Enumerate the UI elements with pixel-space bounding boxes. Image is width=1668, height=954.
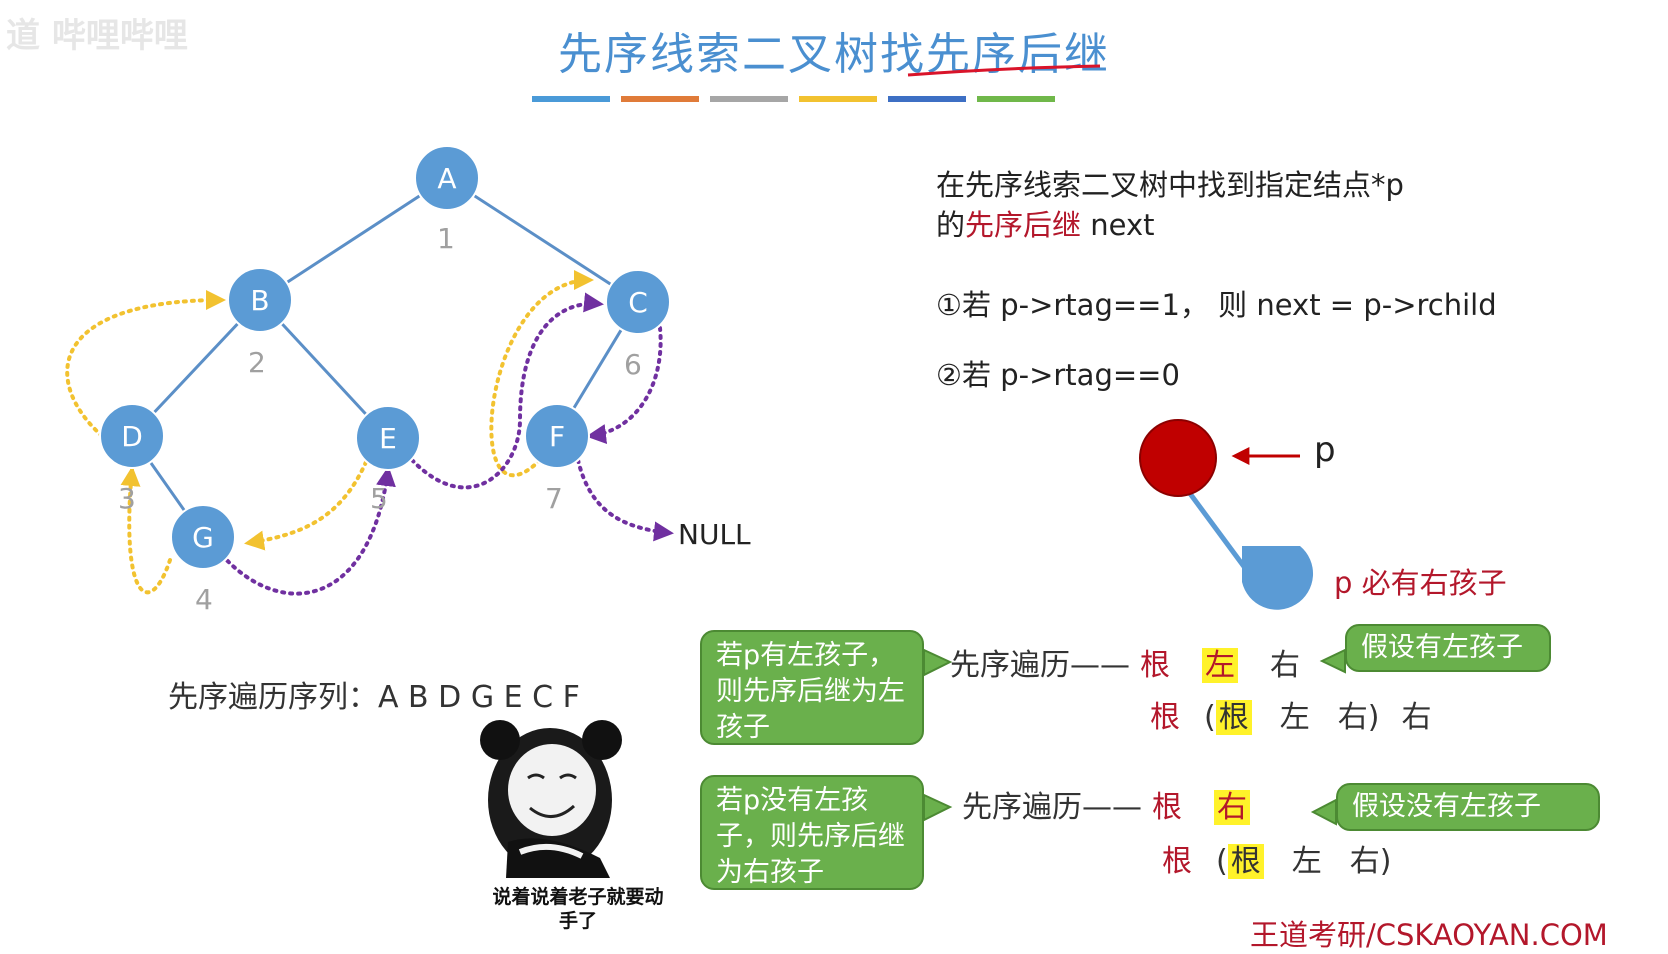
case-right-row2-left: 左 <box>1291 844 1322 879</box>
case-right-row2-right: 右 <box>1349 844 1380 879</box>
tree-node-order: 6 <box>624 348 642 381</box>
case-right-row-2: 根(根左右) <box>1162 836 1391 880</box>
tree-node-order: 2 <box>248 346 266 379</box>
p-child-link <box>1177 478 1251 574</box>
page-title: 先序线索二叉树找先序后继 <box>558 29 1110 80</box>
thread-d-to-b <box>65 290 226 438</box>
tree-node-a <box>414 145 480 211</box>
case-right-row2-subroot: 根 <box>1227 844 1264 879</box>
tree-node-order: 3 <box>118 482 136 515</box>
case-left-row-2: 根(根左右)右 <box>1150 692 1431 736</box>
meme-caption: 说着说着老子就要动手了 <box>492 886 664 932</box>
tree-node-label: A <box>437 162 456 195</box>
preorder-sequence: 先序遍历序列：A B D G E C F <box>168 672 580 716</box>
thread-f-to-c <box>489 270 594 478</box>
edge-a-b <box>259 176 448 302</box>
callout-left-tail-2 <box>923 793 953 822</box>
bilibili-watermark: 道 哔哩哔哩 <box>6 16 188 56</box>
case-left-row1-right: 右 <box>1270 648 1300 683</box>
right-child-node <box>1242 546 1314 610</box>
desc-line-1: 在先序线索二叉树中找到指定结点*p <box>936 168 1404 202</box>
tree-node-order: 1 <box>437 222 455 255</box>
tree-node-c <box>605 269 671 335</box>
p-diagram <box>1139 419 1314 610</box>
case-left-row2-left: 左 <box>1279 700 1310 735</box>
case-left-row2-right: 右 <box>1337 700 1368 735</box>
thread-g-to-e <box>220 466 396 596</box>
assume-left-tail-2 <box>1310 798 1337 826</box>
case-right-row2-open: ( <box>1216 844 1228 879</box>
left-threads <box>65 270 594 595</box>
tree-node-f <box>524 403 590 469</box>
case-left-row2-close: ) <box>1367 700 1380 735</box>
divider-bar <box>977 96 1055 102</box>
case-left-row1-root: 根 <box>1140 648 1170 683</box>
case-left-row2-subroot: 根 <box>1215 700 1252 735</box>
p-node <box>1139 419 1217 497</box>
tree-nodes: A 1B 2D 3G 4 E 5 C 6F 7 <box>99 145 671 616</box>
divider-bar <box>888 96 966 102</box>
desc-line-2-suffix: next <box>1081 208 1155 242</box>
case-2-text: ②若 p->rtag==0 <box>936 358 1180 392</box>
desc-line-2-prefix: 的 <box>936 208 966 242</box>
tree-node-label: F <box>549 420 565 453</box>
tree-node-label: E <box>379 422 397 455</box>
tree-node-b <box>227 267 293 333</box>
desc-line-2-red: 先序后继 <box>965 208 1082 242</box>
thread-e-to-c <box>410 292 604 490</box>
preorder-sequence-value: A B D G E C F <box>378 680 580 715</box>
divider-bar <box>710 96 788 102</box>
case-left-row2-root: 根 <box>1150 700 1180 735</box>
edge-a-c <box>446 176 639 304</box>
assume-left-tail-1 <box>1319 648 1346 674</box>
assume-has-left-child: 假设有左孩子 <box>1345 624 1551 672</box>
footer-brand: 王道考研/CSKAOYAN.COM <box>1250 918 1608 952</box>
case-right-row1-prefix: 先序遍历—— <box>962 790 1142 825</box>
thread-f-to-null <box>576 458 674 542</box>
tree-node-label: D <box>121 420 143 453</box>
case-right-row2-root: 根 <box>1162 844 1192 879</box>
divider-bar <box>799 96 877 102</box>
tree-node-label: G <box>192 521 214 554</box>
case-left-row2-open: ( <box>1204 700 1216 735</box>
case-left-row-1: 先序遍历—— 根左右 <box>950 640 1300 684</box>
panda-meme-image <box>480 720 622 878</box>
case-right-row1-right: 右 <box>1214 790 1250 825</box>
callout-no-left-child: 若p没有左孩子，则先序后继为右孩子 <box>700 775 924 890</box>
p-label: p <box>1314 430 1336 470</box>
divider-bar <box>532 96 610 102</box>
case-left-row1-left: 左 <box>1202 648 1238 683</box>
tree-node-e <box>355 405 421 471</box>
thread-e-to-g <box>244 460 368 551</box>
tree-node-label: C <box>628 286 648 319</box>
tree-node-d <box>99 403 165 469</box>
tree-node-order: 7 <box>545 482 563 515</box>
tree-node-label: B <box>250 284 269 317</box>
callout-left-tail-1 <box>923 648 953 677</box>
right-child-label: p 必有右孩子 <box>1334 566 1507 600</box>
case-left-row1-prefix: 先序遍历—— <box>950 648 1130 683</box>
assume-no-left-child: 假设没有左孩子 <box>1336 783 1600 831</box>
case-right-row1-root: 根 <box>1152 790 1182 825</box>
null-label: NULL <box>678 518 751 551</box>
case-right-row-1: 先序遍历—— 根右 <box>962 782 1250 826</box>
preorder-sequence-label: 先序遍历序列： <box>168 680 378 715</box>
case-right-row2-close: ) <box>1379 844 1392 879</box>
thread-c-to-f <box>586 326 663 445</box>
divider-bar <box>621 96 699 102</box>
desc-line-2: 的先序后继 next <box>936 202 1155 244</box>
tree-node-order: 4 <box>195 583 213 616</box>
right-threads <box>220 292 674 596</box>
tree-node-order: 5 <box>370 482 388 515</box>
case-1-text: ①若 p->rtag==1， 则 next = p->rchild <box>936 288 1497 322</box>
tree-node-g <box>170 504 236 570</box>
case-left-row2-outer-right: 右 <box>1401 700 1432 735</box>
callout-has-left-child: 若p有左孩子，则先序后继为左孩子 <box>700 630 924 745</box>
title-underline <box>907 64 1101 77</box>
